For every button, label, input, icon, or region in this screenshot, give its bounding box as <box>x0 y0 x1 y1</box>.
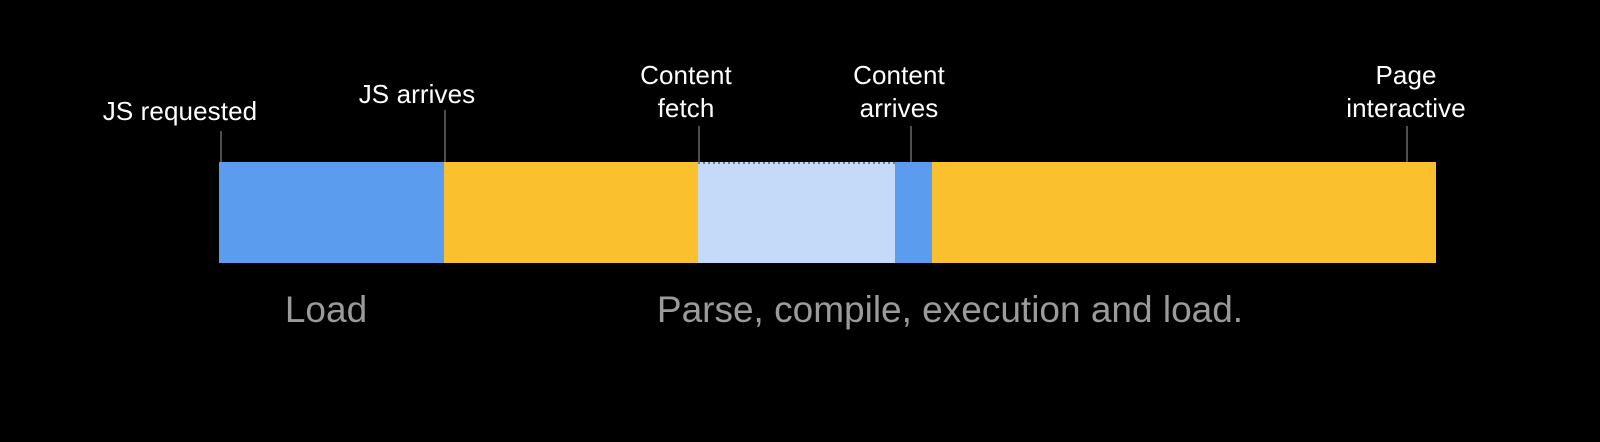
phase-caption-load: Load <box>284 289 368 330</box>
marker-tick-js-requested <box>220 131 222 162</box>
marker-label-js-arrives: JS arrives <box>358 79 476 109</box>
segment-js-parse-compile-execute <box>444 162 698 263</box>
marker-label-content-fetch: Content fetch <box>640 60 732 123</box>
marker-tick-js-arrives <box>444 110 446 162</box>
segment-content-render-and-load <box>932 162 1436 263</box>
segment-js-download <box>219 162 444 263</box>
marker-label-content-arrives: Content arrives <box>853 60 945 123</box>
phase-caption-parse-compile-execute: Parse, compile, execution and load. <box>656 289 1244 330</box>
marker-tick-content-fetch <box>698 126 700 162</box>
timeline-bar <box>219 162 1436 263</box>
marker-tick-content-arrives <box>910 126 912 162</box>
marker-tick-page-interactive <box>1406 126 1408 162</box>
segment-content-download <box>895 162 932 263</box>
marker-label-js-requested: JS requested <box>102 96 258 126</box>
marker-label-page-interactive: Page interactive <box>1346 60 1466 123</box>
segment-content-fetch-wait <box>698 162 895 263</box>
